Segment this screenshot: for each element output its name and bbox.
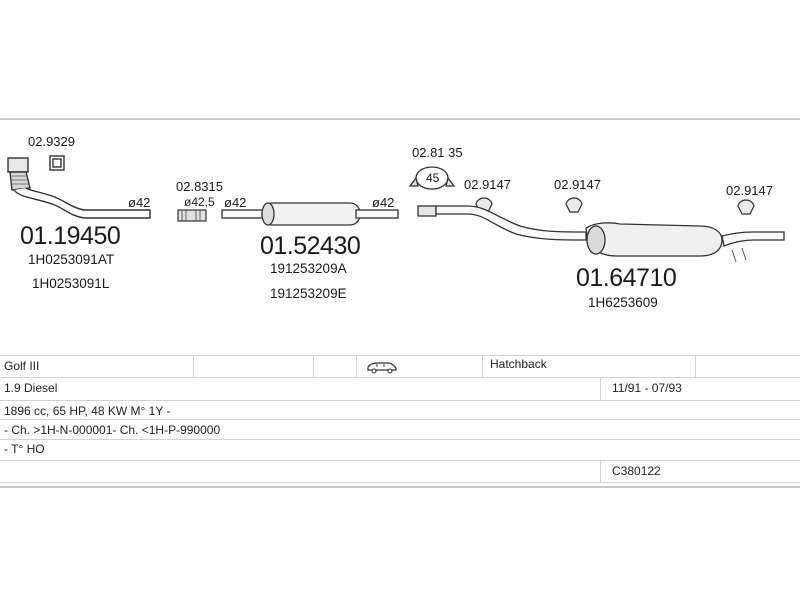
middle-silencer-part-number: 01.52430 bbox=[260, 232, 361, 260]
flex-section bbox=[9, 171, 31, 191]
hanger-3-label: 02.9147 bbox=[726, 183, 773, 198]
car-icon bbox=[366, 360, 398, 379]
front-pipe-diameter: ø42 bbox=[128, 195, 151, 210]
period-cell: 11/91 - 07/93 bbox=[612, 381, 682, 395]
engine-cell: 1.9 Diesel bbox=[4, 381, 58, 395]
front-pipe-drawing bbox=[7, 155, 151, 219]
model-cell: Golf III bbox=[4, 359, 40, 373]
bottom-rule bbox=[0, 486, 800, 488]
front-pipe-ref-2: 1H0253091L bbox=[32, 276, 110, 291]
middle-silencer-ref-1: 191253209A bbox=[270, 261, 347, 276]
ring-label: 02.81 35 bbox=[412, 145, 463, 160]
clamp-b-label: 02.8315 bbox=[176, 179, 223, 194]
front-pipe-part-number: 01.19450 bbox=[20, 222, 121, 250]
middle-silencer-ref-2: 191253209E bbox=[270, 286, 347, 301]
top-rule bbox=[0, 118, 800, 120]
chassis-cell: - Ch. >1H-N-000001- Ch. <1H-P-990000 bbox=[4, 423, 221, 437]
middle-silencer-diameter: ø42 bbox=[372, 195, 395, 210]
clamp-b-diameter-2: ø42 bbox=[224, 195, 247, 210]
front-pipe-body bbox=[13, 187, 151, 219]
rear-silencer-part-number: 01.64710 bbox=[576, 264, 677, 292]
hanger-drawings bbox=[475, 197, 755, 215]
clamp-drawing bbox=[177, 209, 207, 222]
middle-silencer-drawing bbox=[221, 202, 399, 226]
exhaust-diagram bbox=[7, 155, 785, 263]
spec-cell: 1896 cc, 65 HP, 48 KW M° 1Y - bbox=[4, 404, 171, 418]
flange-plate bbox=[7, 157, 29, 173]
ring-value: 45 bbox=[426, 171, 440, 185]
ring-drawing bbox=[408, 166, 456, 190]
clamp-a-label: 02.9329 bbox=[28, 134, 75, 149]
rear-silencer-drawing bbox=[417, 205, 785, 263]
note-cell: - T° HO bbox=[4, 442, 45, 456]
clamp-b-diameter-1: ø42,5 bbox=[184, 195, 215, 209]
front-pipe-ref-1: 1H0253091AT bbox=[28, 252, 115, 267]
rear-silencer-ref: 1H6253609 bbox=[588, 295, 658, 310]
hanger-2-label: 02.9147 bbox=[554, 177, 601, 192]
hanger-1-label: 02.9147 bbox=[464, 177, 511, 192]
code-cell: C380122 bbox=[612, 464, 661, 478]
body-type-cell: Hatchback bbox=[490, 357, 547, 371]
